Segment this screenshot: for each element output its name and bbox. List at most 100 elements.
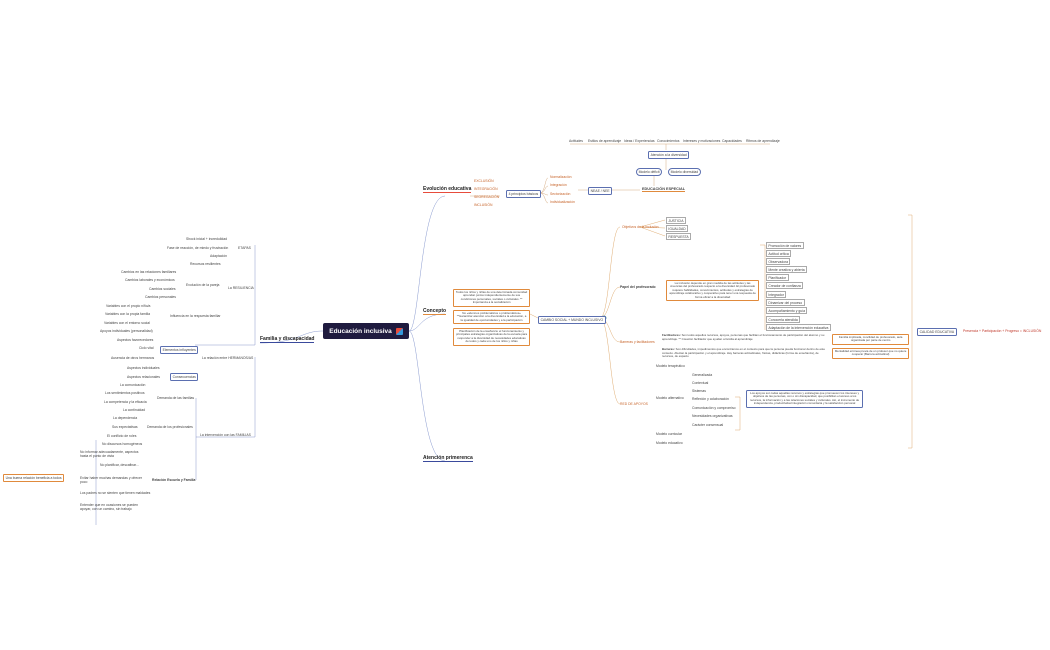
papel-item-1: Promoción de valores	[766, 242, 804, 250]
modelo-curricular: Modelo curricular	[656, 432, 683, 436]
papel-item-7: Integrador	[766, 291, 787, 299]
cambio-social-node[interactable]: CAMBIO SOCIAL + MUNDO INCLUSIVO	[538, 316, 606, 324]
red-sub-7: Carácter consensual	[692, 423, 724, 427]
escuela-item-1: No discursos homogéneos	[102, 442, 143, 446]
variable-2: Variables con la propia familia	[105, 312, 150, 316]
variable-3: Variables con el entorno social	[104, 321, 150, 325]
cambio-4: Cambios personales	[145, 295, 176, 299]
principio-4: Individualización	[550, 200, 575, 204]
modelo-alternativo: Modelo alternativo	[656, 396, 684, 400]
red-sub-2: Contextual	[692, 381, 709, 385]
papel-item-3: Observadora	[766, 258, 791, 266]
objetivo-respuesta: RESPUESTA	[666, 233, 692, 241]
barreras-title: Barreras:	[662, 347, 675, 351]
calidad-node[interactable]: CALIDAD EDUCATIVA	[917, 328, 957, 336]
barreras-text: Son dificultades, impedimentos que encon…	[662, 347, 825, 358]
objetivos-node[interactable]: Objetivos de la inclusión	[622, 225, 659, 229]
escuela-item-6: Entender que en ocasiones se pueden apoy…	[80, 503, 139, 512]
variable-1: Variables con el propio niño/a	[106, 304, 151, 308]
facilitadores-block: Facilitadores: Son todos aquellos recurs…	[662, 333, 826, 341]
side-note: Una buena relación beneficia a todos	[3, 474, 65, 482]
top-item-3: Ideas / Experiencias	[624, 139, 655, 143]
concepto-note-3: Planificación de la enseñanza: el funcio…	[453, 328, 531, 346]
neae-node[interactable]: NEAE / NEE	[588, 187, 613, 195]
papel-item-4: Mente creativa y abierta	[766, 266, 807, 274]
branch-concepto[interactable]: Concepto	[423, 308, 447, 316]
demanda-familia-3: La competencia y la eficacia	[104, 400, 147, 404]
papel-item-6: Creador de confianza	[766, 282, 804, 290]
concepto-note-1: Todos los niños y niñas de una determina…	[453, 289, 531, 307]
demanda-prof-1: La dependencia	[113, 416, 138, 420]
relacion-escuela-node[interactable]: Relación Escuela y Familia	[152, 478, 196, 482]
facilitadores-text: Son todos aquellos recursos, apoyos, per…	[662, 333, 825, 341]
stage-1: EXCLUSIÓN	[474, 179, 494, 183]
relacion-hermanos-node[interactable]: La relación entre HERMANOS/AS	[202, 356, 254, 360]
branch-familia[interactable]: Familia y discapacidad	[260, 336, 315, 344]
escuela-item-3: No planificar, descafinar...	[100, 463, 139, 467]
redes-desc: Los apoyos son todas aquellas recursos y…	[746, 390, 864, 408]
top-item-5: Intereses y motivaciones	[683, 139, 721, 143]
escuela-item-5: Los padres no se sienten que tienen mald…	[80, 491, 151, 495]
red-sub-5: Comunicación y compromiso	[692, 406, 736, 410]
demanda-prof-3: El conflicto de roles	[107, 434, 137, 438]
cambio-3: Cambios sociales	[149, 287, 176, 291]
red-sub-1: Generalizada	[692, 373, 713, 377]
red-sub-3: Sistemas	[692, 389, 706, 393]
top-item-7: Ritmos de aprendizaje	[746, 139, 780, 143]
consecuencia-1: Aspectos individuales	[127, 366, 160, 370]
elemento-1: Aspectos favorecedores	[117, 338, 154, 342]
resiliencia-node[interactable]: La RESILIENCIA	[228, 286, 254, 290]
top-item-2: Estilos de aprendizaje	[588, 139, 622, 143]
atencion-diversidad-node[interactable]: Atención a la diversidad	[648, 151, 690, 159]
stage-2: INTEGRACIÓN	[474, 187, 498, 191]
root-node[interactable]: Educación inclusiva	[323, 323, 409, 339]
resiliencia-3: Influencia en la respuesta familiar	[170, 314, 221, 318]
top-item-1: Actitudes	[569, 139, 583, 143]
red-sub-4: Reflexión y colaboración	[692, 397, 729, 401]
elementos-node[interactable]: Elementos influyentes	[160, 346, 199, 354]
modelo-educativo: Modelo educativo	[656, 441, 683, 445]
barreras-node[interactable]: Barreras y facilitadores	[620, 340, 655, 344]
papel-node[interactable]: Papel del profesorado	[620, 285, 656, 289]
stage-3: SEGREGACIÓN	[474, 195, 500, 199]
escuela-item-2: No informar adecuadamente, aspectos hast…	[80, 450, 139, 459]
etapas-node[interactable]: ETAPAS	[238, 246, 251, 250]
etapa-2: Fase de reacción, de miedo y frustración	[167, 246, 229, 250]
papel-item-2: Actitud crítica	[766, 250, 792, 258]
barreras-note-2: Mentalidad errónea previa de un profesor…	[832, 348, 910, 359]
educacion-especial-node[interactable]: EDUCACIÓN ESPECIAL	[642, 187, 686, 193]
resiliencia-2: Evolución de la pareja	[186, 283, 220, 287]
modelo-deficit[interactable]: Modelo déficit	[636, 168, 663, 176]
papel-item-10: Conocerla atendida	[766, 316, 801, 324]
intervencion-node[interactable]: La intervención con las FAMILIAS	[200, 433, 251, 437]
demanda-familias-node[interactable]: Demanda de las familias	[157, 396, 195, 400]
principios-node[interactable]: 4 principios básicos	[506, 190, 541, 198]
facilitadores-title: Facilitadores:	[662, 333, 681, 337]
etapa-1: Shock inicial + incredulidad	[186, 237, 227, 241]
top-item-4: Conocimientos	[657, 139, 680, 143]
objetivo-igualdad: IGUALDAD	[666, 225, 689, 233]
branch-atencion[interactable]: Atención primerenca	[423, 455, 473, 463]
papel-item-5: Planificador	[766, 274, 789, 282]
demanda-prof-node[interactable]: Demanda de los profesionales	[147, 425, 193, 429]
papel-desc: La inclusión depende en gran medida de l…	[666, 280, 760, 302]
modelo-diversidad-label: Modelo diversidad	[670, 169, 699, 174]
papel-item-9: Acompañamiento y guía	[766, 307, 808, 315]
principio-3: Sectorización	[550, 192, 571, 196]
branch-evolucion[interactable]: Evolución educativa	[423, 186, 472, 194]
stage-4: INCLUSIÓN	[474, 203, 493, 207]
demanda-prof-2: Sus expectativas	[112, 425, 138, 429]
top-item-6: Capacidades	[722, 139, 742, 143]
escuela-item-4: Evitar haber muchas demandas y ofrecer p…	[80, 476, 143, 485]
principio-2: Integración	[550, 183, 567, 187]
barreras-note-1: Familia implicada, movilidad de profesor…	[832, 334, 910, 345]
cambio-2: Cambios laborales y económicos	[125, 278, 175, 282]
elemento-3: Ausencia de otros hermanos	[111, 356, 155, 360]
principio-1: Normalización	[550, 175, 572, 179]
elemento-2: Ciclo vital	[139, 346, 154, 350]
demanda-familia-2: Los sentimientos positivos	[105, 391, 145, 395]
consecuencias-node[interactable]: Consecuencias	[170, 373, 199, 381]
redes-node[interactable]: RED DE APOYOS	[620, 402, 648, 406]
modelo-diversidad[interactable]: Modelo diversidad	[668, 168, 701, 176]
